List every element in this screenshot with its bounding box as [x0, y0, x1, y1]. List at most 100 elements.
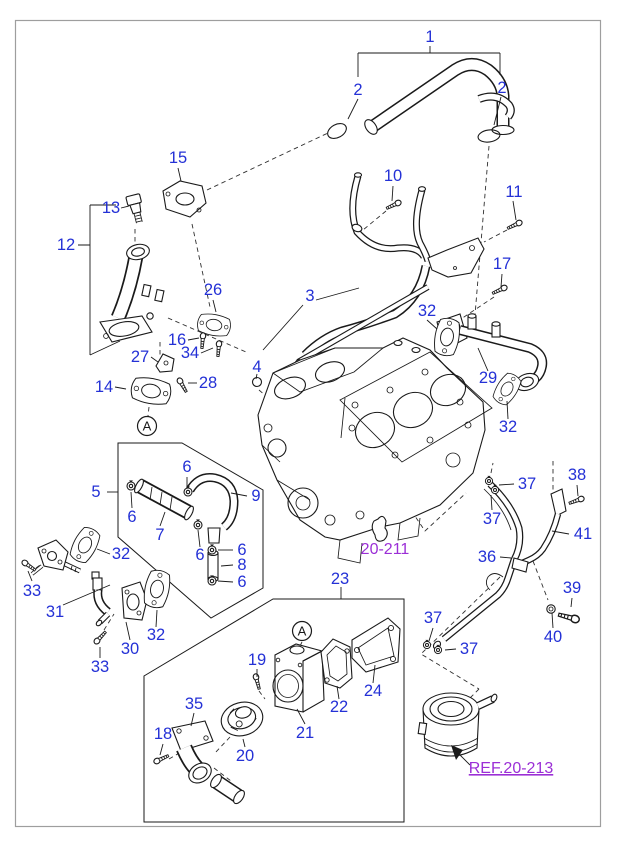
callout-9-13[interactable]: 9	[251, 487, 260, 505]
part-engine-block	[257, 337, 493, 564]
part-clamp-6-c	[193, 518, 203, 530]
group-box-23	[143, 598, 405, 823]
callout-13-17[interactable]: 13	[102, 199, 120, 217]
callout-3-3[interactable]: 3	[305, 287, 314, 305]
callout-29-32[interactable]: 29	[479, 369, 497, 387]
callout-19-23[interactable]: 19	[248, 651, 266, 669]
callout-7-11[interactable]: 7	[155, 526, 164, 544]
callout-32-37[interactable]: 32	[112, 545, 130, 563]
callout-32-38[interactable]: 32	[147, 626, 165, 644]
part-bolt-16	[198, 332, 207, 350]
part-thermostat-20	[220, 701, 264, 737]
part-hose-7	[134, 478, 194, 521]
part-clamp-37-c	[422, 639, 432, 650]
part-pipe-assembly-3	[294, 172, 485, 367]
part-bolt-33-b	[92, 629, 109, 646]
callout-26-29[interactable]: 26	[204, 281, 222, 299]
part-gasket-32-c	[66, 523, 104, 567]
callout-40-50[interactable]: 40	[544, 628, 562, 646]
callout-37-44[interactable]: 37	[518, 475, 536, 493]
callout-23-27[interactable]: 23	[331, 570, 349, 588]
part-coolant-fitting-12	[99, 243, 165, 343]
callout-32-35[interactable]: 32	[418, 302, 436, 320]
leader-lines	[27, 46, 579, 756]
callout-12-16[interactable]: 12	[57, 236, 75, 254]
part-bolt-10	[384, 198, 403, 212]
part-outlet-35	[171, 720, 245, 805]
reference-link-20-211[interactable]: 20-211	[361, 541, 410, 558]
detail-markers: AA	[136, 415, 313, 642]
callout-2-2[interactable]: 2	[497, 79, 506, 97]
part-bolt-38	[567, 494, 586, 507]
callout-28-31[interactable]: 28	[199, 374, 217, 392]
callout-6-6[interactable]: 6	[182, 458, 191, 476]
part-fitting-30	[91, 571, 148, 627]
callout-34-41[interactable]: 34	[181, 344, 199, 362]
callout-18-22[interactable]: 18	[154, 725, 172, 743]
callout-5-5[interactable]: 5	[91, 483, 100, 501]
part-oring-left-2	[327, 123, 347, 139]
callout-14-18[interactable]: 14	[95, 378, 113, 396]
part-grommet-40	[546, 604, 556, 614]
callout-22-26[interactable]: 22	[330, 698, 348, 716]
callout-21-25[interactable]: 21	[296, 724, 314, 742]
part-hose-9	[186, 473, 239, 544]
detail-marker-A-0: A	[136, 415, 158, 437]
callout-1-0[interactable]: 1	[425, 28, 434, 46]
callout-6-9[interactable]: 6	[237, 541, 246, 559]
callout-16-20[interactable]: 16	[168, 331, 186, 349]
detail-marker-A-1: A	[291, 620, 313, 642]
callout-38-48[interactable]: 38	[568, 466, 586, 484]
callout-8-12[interactable]: 8	[237, 556, 246, 574]
callout-6-7[interactable]: 6	[127, 508, 136, 526]
part-clamp-37-a	[484, 475, 494, 486]
part-fitting-31	[30, 539, 82, 576]
page-border	[14, 19, 602, 828]
callout-15-19[interactable]: 15	[169, 149, 187, 167]
callout-36-43[interactable]: 36	[478, 548, 496, 566]
callout-24-28[interactable]: 24	[364, 682, 382, 700]
callout-17-21[interactable]: 17	[493, 255, 511, 273]
callout-2-1[interactable]: 2	[353, 81, 362, 99]
part-oring-4	[251, 376, 263, 388]
part-pipe-36	[432, 481, 524, 650]
part-bracket-24	[351, 617, 401, 673]
callout-6-10[interactable]: 6	[237, 573, 246, 591]
part-bracket-27	[155, 353, 175, 373]
callout-37-46[interactable]: 37	[424, 609, 442, 627]
part-bolt-39	[557, 610, 581, 625]
callout-27-30[interactable]: 27	[131, 348, 149, 366]
part-clamp-6-d	[207, 543, 217, 555]
callout-37-45[interactable]: 37	[483, 510, 501, 528]
part-gasket-32-a	[431, 316, 463, 358]
part-sensor-13	[125, 193, 143, 224]
callout-30-33[interactable]: 30	[121, 640, 139, 658]
part-housing-21	[272, 643, 325, 713]
callout-41-51[interactable]: 41	[574, 525, 592, 543]
callout-20-24[interactable]: 20	[236, 747, 254, 765]
callout-35-42[interactable]: 35	[185, 695, 203, 713]
part-bracket-15	[162, 180, 207, 218]
part-clamp-6-a	[126, 479, 136, 491]
part-gasket-32-d	[141, 567, 173, 611]
part-bolt-18	[152, 752, 171, 766]
reference-link-REF.20-213[interactable]: REF.20-213	[469, 760, 554, 777]
part-bolt-34	[214, 340, 223, 358]
callout-6-8[interactable]: 6	[195, 546, 204, 564]
callout-32-36[interactable]: 32	[499, 418, 517, 436]
callout-37-47[interactable]: 37	[460, 640, 478, 658]
part-water-pipe-1	[364, 58, 515, 136]
callout-31-34[interactable]: 31	[46, 603, 64, 621]
callout-10-14[interactable]: 10	[384, 167, 402, 185]
callout-39-49[interactable]: 39	[563, 579, 581, 597]
callout-33-39[interactable]: 33	[23, 582, 41, 600]
detail-marker-letter-1: A	[298, 624, 307, 639]
callout-33-40[interactable]: 33	[91, 658, 109, 676]
callout-4-4[interactable]: 4	[252, 358, 261, 376]
part-bolt-11	[505, 218, 524, 232]
callout-11-15[interactable]: 11	[505, 183, 522, 201]
